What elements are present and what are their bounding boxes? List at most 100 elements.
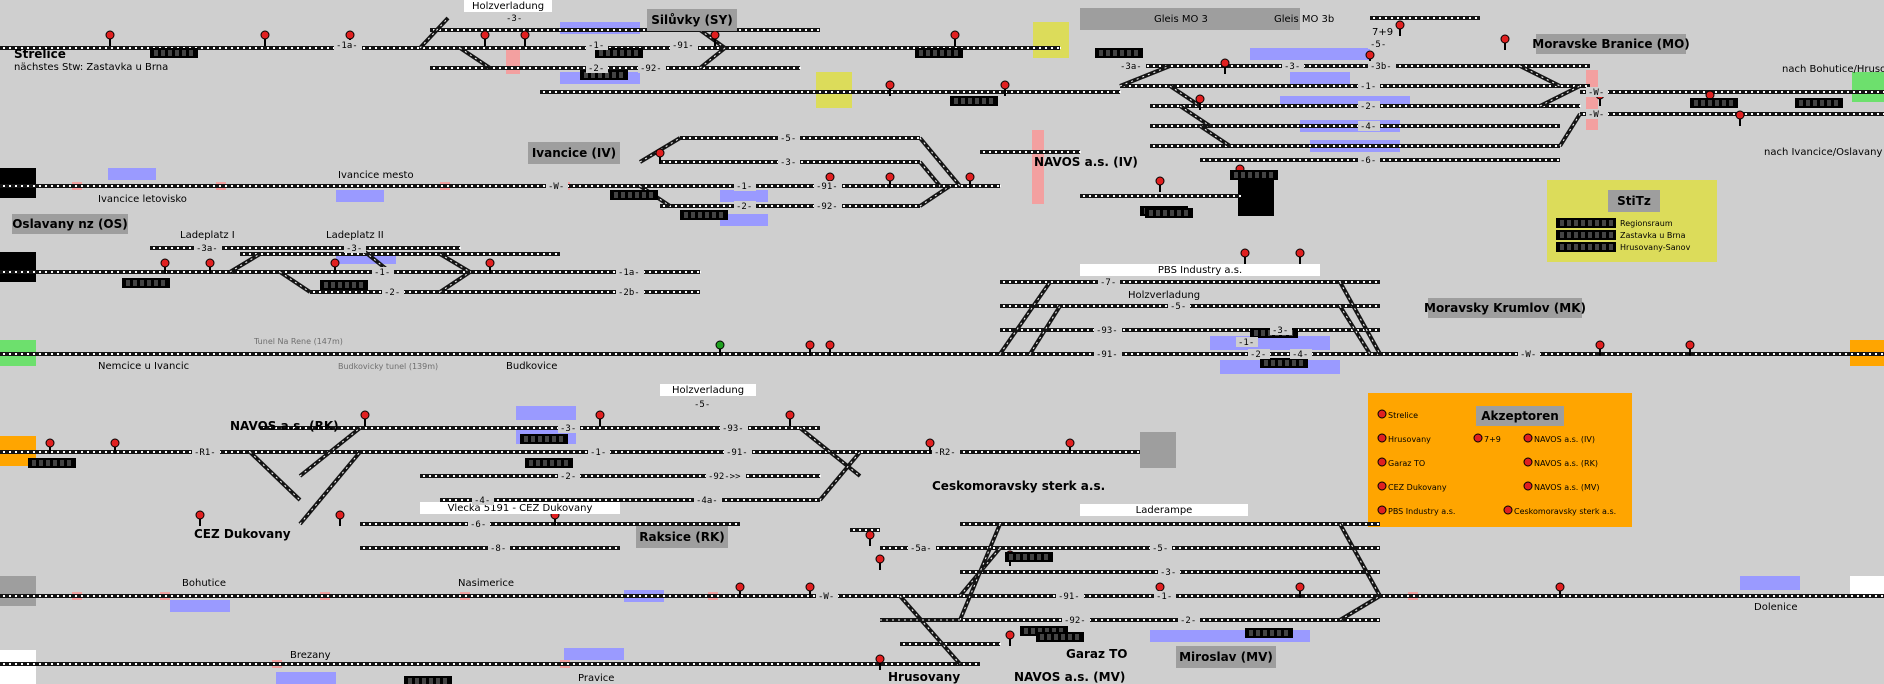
signal-33[interactable] [45,438,55,454]
switch-29[interactable] [298,426,362,478]
signal-29[interactable] [805,340,815,356]
switch-25[interactable] [248,450,302,502]
switch-17[interactable] [438,252,472,274]
track-row-37[interactable] [360,522,740,526]
switch-15[interactable] [918,160,942,188]
signal-47[interactable] [805,582,815,598]
switch-14[interactable] [918,184,952,208]
signal-26[interactable] [1240,248,1250,264]
track-row-11[interactable] [540,90,1121,94]
track-row-46[interactable] [0,594,1884,598]
signal-30[interactable] [825,340,835,356]
signal-7[interactable] [1000,80,1010,96]
signal-36[interactable] [595,410,605,426]
switch-22[interactable] [1028,304,1062,356]
switch-26[interactable] [298,450,362,526]
akzeptor-icon[interactable] [1377,409,1387,419]
track-row-12[interactable] [1580,90,1884,94]
switch-20[interactable] [438,270,472,294]
signal-24[interactable] [330,258,340,274]
track-row-41[interactable] [960,522,1380,526]
signal-0[interactable] [105,30,115,46]
track-row-10[interactable] [1370,16,1480,20]
track-row-36[interactable] [440,498,820,502]
track-row-13[interactable] [1580,112,1884,116]
track-row-17[interactable] [660,184,941,188]
track-row-33[interactable] [260,426,820,430]
signal-51[interactable] [875,654,885,670]
track-row-27[interactable] [1000,280,1380,284]
signal-8[interactable] [885,80,895,96]
track-row-8[interactable] [1150,144,1560,148]
signal-39[interactable] [1065,438,1075,454]
switch-4[interactable] [1119,64,1171,88]
signal-37[interactable] [785,410,795,426]
track-row-40[interactable] [850,528,880,532]
switch-32[interactable] [1338,523,1382,597]
signal-46[interactable] [735,582,745,598]
akzeptor-icon[interactable] [1377,505,1387,515]
track-row-47[interactable] [0,662,980,666]
signal-52[interactable] [1005,630,1015,646]
track-row-21[interactable] [1080,194,1241,198]
track-row-1[interactable] [430,28,820,32]
akzeptor-icon[interactable] [1377,433,1387,443]
signal-19[interactable] [965,172,975,188]
switch-9[interactable] [1539,84,1581,108]
signal-22[interactable] [160,258,170,274]
track-row-20[interactable] [980,150,1081,154]
switch-23[interactable] [1338,281,1382,355]
signal-18[interactable] [885,172,895,188]
signal-44[interactable] [875,554,885,570]
signal-16[interactable] [655,148,665,164]
switch-2[interactable] [698,28,727,50]
signal-1[interactable] [260,30,270,46]
switch-1[interactable] [458,46,492,70]
switch-7[interactable] [1198,124,1232,148]
switch-27[interactable] [798,426,862,478]
signal-23[interactable] [205,258,215,274]
signal-53[interactable] [1195,94,1205,110]
akzeptor-icon[interactable] [1503,505,1513,515]
signal-49[interactable] [1555,582,1565,598]
switch-31[interactable] [958,523,1002,621]
akzeptor-icon[interactable] [1523,433,1533,443]
track-row-31[interactable] [0,352,1884,356]
switch-21[interactable] [998,280,1052,356]
switch-10[interactable] [1558,112,1582,148]
signal-20[interactable] [1155,176,1165,192]
track-row-35[interactable] [420,474,821,478]
track-row-45[interactable] [960,618,1380,622]
track-row-24[interactable] [240,252,560,256]
signal-35[interactable] [360,410,370,426]
track-row-29[interactable] [1000,328,1380,332]
switch-33[interactable] [1338,594,1382,622]
signal-43[interactable] [865,530,875,546]
track-row-5[interactable] [1120,84,1590,88]
track-row-18[interactable] [660,204,920,208]
track-row-48[interactable] [900,642,1001,646]
signal-25[interactable] [485,258,495,274]
signal-5[interactable] [710,30,720,46]
signal-6[interactable] [950,30,960,46]
signal-32[interactable] [1685,340,1695,356]
switch-28[interactable] [818,450,862,502]
signal-38[interactable] [925,438,935,454]
signal-28[interactable] [715,340,725,356]
akzeptor-icon[interactable] [1377,481,1387,491]
switch-0[interactable] [418,16,450,50]
switch-5[interactable] [1168,84,1202,108]
switch-24[interactable] [1338,304,1372,356]
signal-40[interactable] [195,510,205,526]
track-row-7[interactable] [1150,124,1560,128]
akzeptor-icon[interactable] [1523,481,1533,491]
switch-6[interactable] [1178,104,1212,128]
signal-15[interactable] [1735,110,1745,126]
signal-34[interactable] [110,438,120,454]
switch-3[interactable] [698,46,727,70]
akzeptor-icon[interactable] [1377,457,1387,467]
track-row-34[interactable] [360,450,1001,454]
switch-13[interactable] [918,136,962,188]
signal-41[interactable] [335,510,345,526]
switch-16[interactable] [228,252,262,274]
